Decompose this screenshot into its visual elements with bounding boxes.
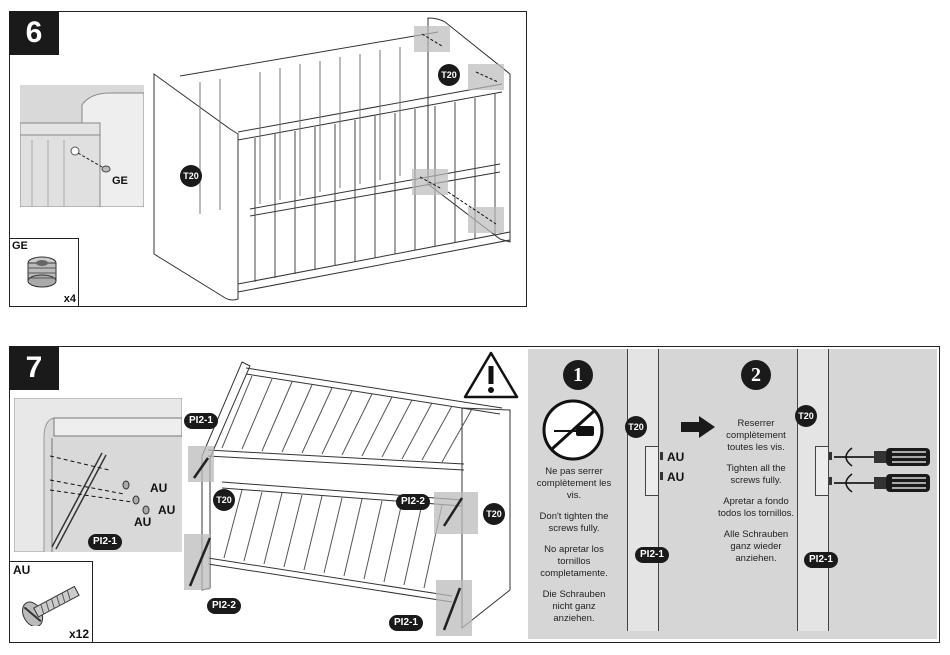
text-fr-2: Reserrer complètement toutes les vis. [726, 418, 786, 453]
detail-au-label-2: AU [158, 503, 176, 517]
screw-head-2b [829, 477, 832, 485]
crib-label-pi-right-mid: PI2-2 [396, 494, 430, 510]
step-7-detail-inset [13, 397, 183, 553]
text-es-2: Apretar a fondo todos los tornillos. [717, 496, 795, 519]
instruction-step-2-number: 2 [741, 360, 771, 390]
screw-instructions-panel [528, 349, 937, 639]
crib-label-t20-right: T20 [483, 503, 505, 525]
screwdriver-icons [834, 447, 930, 493]
t20-badge-b: T20 [795, 405, 817, 427]
bracket-1 [645, 446, 659, 496]
screwdriver-icon-1 [834, 447, 930, 467]
text-de-2: Alle Schrauben ganz wieder anziehen. [723, 529, 789, 564]
text-en-2: Tighten all the screws fully. [726, 463, 786, 486]
screw-icon [22, 585, 80, 626]
detail-au-label-1: AU [150, 481, 168, 495]
au-label-a: AU [667, 450, 685, 464]
screw-head-2a [829, 452, 832, 460]
step-7-number: 7 [9, 346, 59, 390]
part-box-qty: x4 [63, 293, 76, 305]
text-es-1: No apretar los tornillos completamente. [540, 544, 608, 579]
pi-label-b: PI2-1 [804, 552, 838, 568]
rail-screw-detail [13, 397, 183, 553]
threaded-insert-icon [27, 256, 57, 288]
detail-part-label: GE [112, 175, 128, 187]
tool-t20-badge-left: T20 [180, 165, 202, 187]
no-screwdriver-icon [542, 399, 604, 461]
step-6-part-box: GE x4 [9, 238, 79, 307]
part-box-qty: x12 [68, 627, 89, 641]
bracket-2 [815, 446, 829, 496]
crib-frame-rails-drawing [184, 361, 511, 636]
instruction-step-1-number: 1 [563, 360, 593, 390]
crib-label-pi-bottom-left: PI2-2 [207, 598, 241, 614]
part-box-label: GE [12, 240, 28, 252]
crib-label-t20-mid: T20 [213, 489, 235, 511]
crib-label-pi-bottom-right: PI2-1 [389, 615, 423, 631]
tool-t20-badge: T20 [438, 64, 460, 86]
text-en-1: Don't tighten the screws fully. [539, 511, 609, 534]
warning-icon [463, 351, 519, 399]
screwdriver-icon-2 [834, 473, 930, 493]
crib-frame-drawing [153, 17, 511, 301]
crib-label-pi-top-left: PI2-1 [184, 413, 218, 429]
text-de-1: Die Schrauben nicht ganz anziehen. [542, 589, 606, 624]
part-box-label: AU [13, 563, 31, 577]
t20-badge-a: T20 [625, 416, 647, 438]
text-fr-1: Ne pas serrer complètement les vis. [536, 466, 612, 501]
detail-pi-label: PI2-1 [88, 534, 122, 550]
step-6-detail-inset [19, 85, 145, 208]
screw-head-1a [660, 452, 663, 460]
arrow-right-icon [681, 416, 715, 438]
screw-head-1b [660, 472, 663, 480]
step-7-part-box: AU x12 [9, 561, 93, 643]
instruction-text-no-tighten: Ne pas serrer complètement les vis. Don'… [534, 466, 614, 625]
au-label-b: AU [667, 470, 685, 484]
pi-label-a: PI2-1 [635, 547, 669, 563]
detail-au-label-3: AU [134, 515, 152, 529]
step-6-number: 6 [9, 11, 59, 55]
instruction-text-tighten: Reserrer complètement toutes les vis. Ti… [716, 418, 796, 565]
panel-joint-detail [19, 92, 145, 208]
